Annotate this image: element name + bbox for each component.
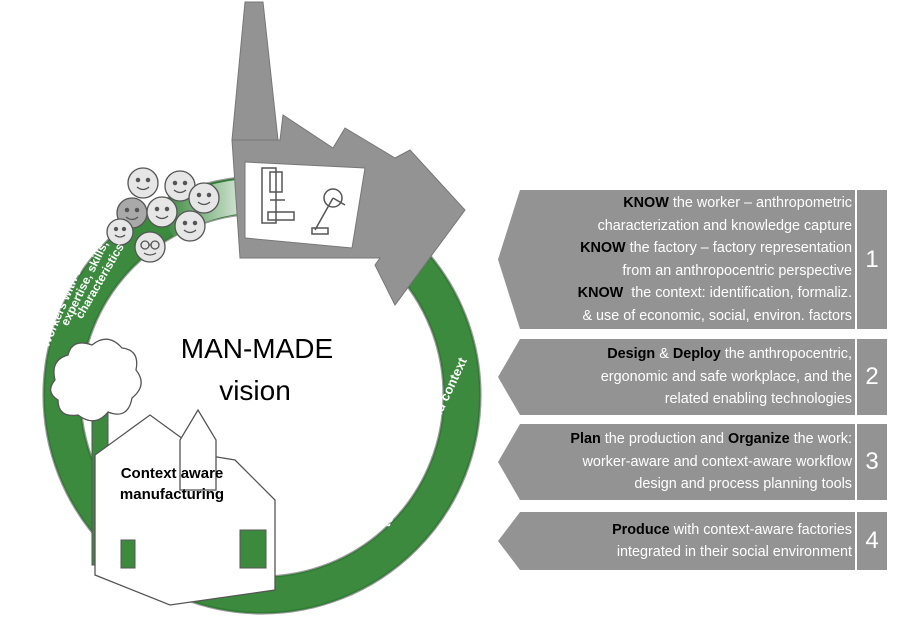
smiley-face-icon (106, 218, 134, 246)
smiley-face-icon (146, 196, 178, 228)
step-number: 1 (865, 245, 879, 273)
line-text: & use of economic, social, environ. fact… (582, 307, 852, 324)
smiley-face-icon (164, 170, 196, 202)
robot-arm-icon (311, 188, 346, 235)
smiley-face-icon (127, 167, 159, 199)
number-divider (855, 424, 857, 500)
number-divider (855, 512, 857, 570)
step-row-text: Produce with context-aware factories int… (522, 512, 852, 570)
line-text: the production and (600, 431, 729, 448)
number-divider (855, 339, 857, 415)
line-text: characterization and knowledge capture (597, 217, 852, 234)
smiley-face-icon (188, 182, 220, 214)
step-row-text: Design & Deploy the anthropocentric, erg… (522, 339, 852, 415)
workers-faces (106, 167, 220, 263)
keyword: KNOW (577, 285, 624, 301)
step-row-2: Design & Deploy the anthropocentric, erg… (498, 339, 887, 415)
step-number: 4 (865, 527, 879, 554)
step-row-text: KNOW the worker – anthropometric charact… (522, 190, 852, 329)
machine-tool-icon (261, 167, 295, 224)
step-row-4: Produce with context-aware factories int… (498, 512, 887, 570)
line-text: the factory – factory representation (625, 240, 852, 256)
house-icon (94, 408, 276, 606)
line-text: the work: (789, 431, 852, 448)
keyword: Design (607, 346, 656, 363)
factory-icon (231, 1, 466, 306)
step-number: 3 (865, 448, 879, 475)
line-text: integrated in their social environment (616, 544, 852, 560)
step-row-background (498, 339, 887, 415)
keyword: Plan (570, 431, 601, 448)
smiley-face-icon (174, 210, 206, 242)
step-number: 2 (865, 363, 879, 390)
step-row-1: KNOW the worker – anthropometric charact… (498, 190, 887, 329)
line-text: the context: identification, formaliz. (623, 285, 852, 301)
keyword: Deploy (672, 346, 721, 363)
keyword: Organize (728, 431, 790, 448)
line-text: the worker – anthropometric (668, 195, 852, 211)
line-text: the anthropocentric, (720, 346, 852, 363)
line-text: ergonomic and safe workplace, and the (600, 368, 852, 385)
step-row-background (498, 512, 887, 570)
line-text: & (655, 346, 673, 363)
line-text: from an anthropocentric perspective (622, 262, 852, 279)
keyword: Produce (612, 521, 670, 538)
house-label-line1: Context aware (121, 465, 224, 482)
house-label-line2: manufacturing (120, 486, 224, 503)
center-title-line1: MAN-MADE (181, 333, 333, 364)
line-text: related enabling technologies (664, 391, 852, 408)
line-text: worker-aware and context-aware workflow (582, 453, 852, 470)
step-row-background (498, 190, 887, 329)
keyword: KNOW (580, 240, 626, 256)
center-title-line2: vision (219, 375, 291, 406)
step-row-background (498, 424, 887, 500)
line-text: with context-aware factories (669, 521, 852, 538)
glasses-face-icon (134, 231, 166, 263)
step-row-text: Plan the production and Organize the wor… (522, 424, 852, 500)
step-row-3: Plan the production and Organize the wor… (498, 424, 887, 500)
line-text: design and process planning tools (634, 476, 852, 493)
keyword: KNOW (623, 195, 669, 211)
number-divider (855, 190, 857, 329)
